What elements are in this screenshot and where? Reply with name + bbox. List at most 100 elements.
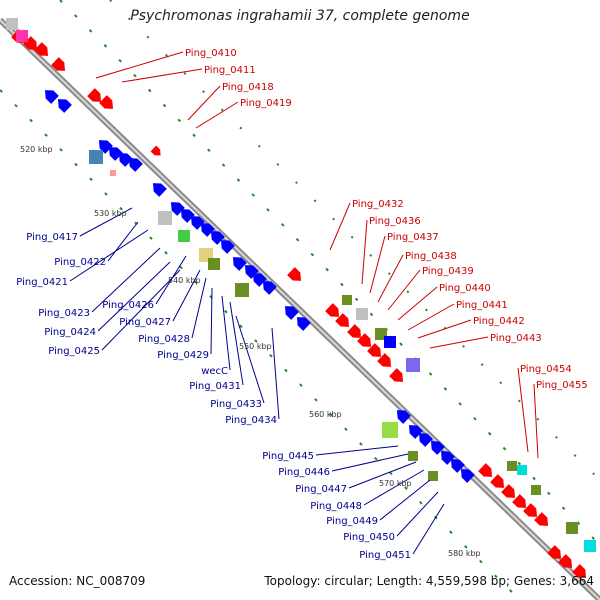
reverse-gene-label: Ping_0422 <box>54 257 106 268</box>
reverse-gene-label: Ping_0417 <box>26 232 78 243</box>
tick-dot <box>118 58 122 63</box>
reverse-gene-17 <box>284 306 299 320</box>
gene-box-gray <box>158 211 172 225</box>
gene-box-gray <box>6 18 18 30</box>
reverse-gene-6-shape <box>152 183 167 197</box>
tick-dot <box>462 344 466 348</box>
tick-dot <box>183 72 187 75</box>
tick-dot <box>591 536 595 540</box>
forward-gene-11-shape <box>367 343 382 357</box>
reverse-gene-label: Ping_0448 <box>310 501 362 512</box>
reverse-gene-3 <box>108 147 123 161</box>
forward-gene-6 <box>287 267 302 281</box>
tick-dot <box>499 381 503 385</box>
tick-dot <box>149 236 153 240</box>
reverse-gene-label-leader <box>172 269 201 322</box>
gene-box-blue <box>384 336 396 348</box>
tick-dot <box>254 339 258 343</box>
tick-dot <box>359 442 363 446</box>
tick-dot <box>573 454 577 457</box>
forward-gene-17 <box>512 494 527 508</box>
reverse-gene-14 <box>244 265 259 279</box>
tick-dot <box>104 192 108 196</box>
forward-gene-20-shape <box>547 545 562 559</box>
forward-gene-11 <box>367 343 382 357</box>
reverse-gene-20 <box>408 425 423 439</box>
tick-dot <box>284 368 288 373</box>
tick-dot <box>165 53 168 57</box>
label-leader-lines <box>69 51 539 555</box>
reverse-gene-21 <box>418 433 433 447</box>
reverse-gene-label-leader <box>348 461 417 489</box>
scale-tick-label: 560 kbp <box>309 410 342 419</box>
reverse-gene-label-leader <box>79 207 133 237</box>
tick-dot <box>236 178 241 182</box>
reverse-gene-label: Ping_0445 <box>262 451 314 462</box>
reverse-gene-17-shape <box>284 306 299 320</box>
forward-gene-label: Ping_0440 <box>439 283 491 294</box>
forward-gene-label: Ping_0418 <box>222 82 274 93</box>
tick-dot <box>387 272 391 276</box>
forward-gene-4 <box>87 88 102 102</box>
reverse-gene-21-shape <box>418 433 433 447</box>
reverse-gene-label-leader <box>107 221 139 262</box>
reverse-gene-label: Ping_0434 <box>225 415 277 426</box>
tick-dot <box>310 252 315 257</box>
forward-gene-1-shape <box>23 36 38 50</box>
reverse-gene-label: Ping_0428 <box>138 334 190 345</box>
gene-box-olive <box>428 471 438 481</box>
forward-gene-label-leader <box>517 367 529 453</box>
forward-gene-label-leader <box>377 254 404 303</box>
forward-gene-17-shape <box>512 494 527 508</box>
reverse-gene-label: Ping_0421 <box>16 277 68 288</box>
tick-dot <box>133 73 137 78</box>
tick-dot <box>536 417 540 421</box>
forward-gene-9 <box>347 324 362 338</box>
tick-dot <box>480 363 484 366</box>
gene-box-olive <box>531 485 541 495</box>
reverse-gene-label: Ping_0449 <box>326 516 378 527</box>
tick-dot <box>299 383 303 387</box>
gene-box-olive <box>507 461 517 471</box>
forward-gene-label: Ping_0442 <box>473 316 525 327</box>
reverse-gene-19 <box>396 410 411 424</box>
forward-gene-label: Ping_0439 <box>422 266 474 277</box>
reverse-gene-25 <box>460 469 475 483</box>
reverse-gene-18-shape <box>296 317 311 331</box>
gene-box-magenta <box>16 30 28 42</box>
reverse-gene-label-leader <box>229 301 244 386</box>
reverse-gene-12-shape <box>220 240 235 254</box>
gene-box-steelblue <box>89 150 103 164</box>
tick-dot <box>404 486 408 490</box>
tick-dot <box>44 133 48 137</box>
tick-dot <box>119 206 123 211</box>
forward-gene-18 <box>523 503 538 517</box>
tick-dot <box>109 0 113 3</box>
gene-box-lime <box>382 422 398 438</box>
reverse-gene-15-shape <box>252 273 267 287</box>
tick-dot <box>592 472 596 476</box>
tick-dot <box>295 237 300 242</box>
forward-gene-14 <box>478 463 493 477</box>
tick-dot <box>276 163 280 166</box>
reverse-gene-label-leader <box>97 261 171 332</box>
forward-gene-16-shape <box>501 484 516 498</box>
tick-dot <box>369 312 374 317</box>
tick-dot <box>325 267 329 272</box>
forward-gene-label-leader <box>369 235 386 294</box>
forward-gene-label-leader <box>95 51 184 79</box>
forward-gene-15 <box>490 474 505 488</box>
tick-dot <box>146 35 150 39</box>
tick-dot <box>251 193 255 197</box>
forward-gene-7 <box>325 303 340 317</box>
tick-dot <box>74 14 78 18</box>
forward-gene-label: Ping_0432 <box>352 199 404 210</box>
tick-dot <box>147 88 152 93</box>
forward-gene-label-leader <box>329 202 351 251</box>
reverse-gene-25-shape <box>460 469 475 483</box>
reverse-gene-9-shape <box>190 216 205 230</box>
gene-box-cyan <box>584 540 596 552</box>
forward-gene-13-shape <box>389 368 404 382</box>
reverse-gene-label: wecC <box>201 366 228 377</box>
